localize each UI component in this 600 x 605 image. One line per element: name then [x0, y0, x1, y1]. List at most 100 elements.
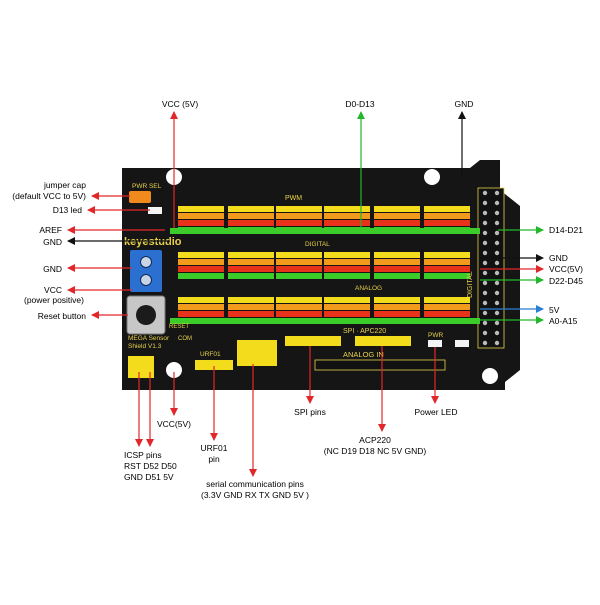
header-pin	[482, 190, 488, 196]
digital-silk: DIGITAL	[305, 241, 330, 248]
apc220-header	[355, 336, 411, 346]
header-pin-strip	[324, 266, 370, 272]
header-pin-strip	[178, 311, 224, 317]
label-gnd-left2: GND	[43, 264, 62, 274]
screw-terminal	[130, 250, 162, 292]
sensor-header-block	[170, 206, 480, 324]
digital-side-silk: DIGITAL	[467, 271, 474, 298]
header-pin-strip	[424, 252, 470, 258]
header-pin-strip	[324, 252, 370, 258]
header-pin-strip	[424, 259, 470, 265]
header-pin	[494, 340, 500, 346]
header-pin-strip	[178, 304, 224, 310]
header-pin-strip	[178, 213, 224, 219]
header-pin	[494, 320, 500, 326]
header-pin-strip	[276, 220, 322, 226]
header-pin-strip	[228, 273, 274, 279]
brand-text: keyestudio	[124, 236, 182, 248]
analog-silk: ANALOG	[355, 285, 382, 292]
urf01-header	[195, 360, 233, 370]
mount-hole	[424, 169, 440, 185]
header-pin-strip	[324, 311, 370, 317]
spi-apc-silk: SPI · APC220	[343, 328, 386, 335]
label-a0-a15: A0-A15	[549, 316, 578, 326]
icsp-header	[128, 356, 154, 378]
jumper-cap	[129, 191, 151, 203]
header-pin-strip	[170, 318, 480, 324]
right-digital-header	[477, 187, 505, 349]
reset-button-cap	[136, 305, 156, 325]
header-pin-strip	[324, 304, 370, 310]
label-aref: AREF	[39, 225, 62, 235]
header-pin	[482, 240, 488, 246]
header-pin-strip	[424, 273, 470, 279]
label-power-led: Power LED	[414, 407, 458, 417]
header-pin-strip	[228, 213, 274, 219]
header-pin	[494, 300, 500, 306]
pwr-sel-silk: PWR SEL	[132, 183, 162, 190]
header-pin-strip	[424, 297, 470, 303]
header-pin-strip	[324, 297, 370, 303]
label-serial-2: (3.3V GND RX TX GND 5V )	[200, 490, 309, 500]
urf01-silk: URF01	[200, 351, 221, 358]
header-pin-strip	[324, 259, 370, 265]
header-pin	[482, 320, 488, 326]
header-pin	[482, 290, 488, 296]
header-pin	[494, 200, 500, 206]
analog-in-silk: ANALOG IN	[343, 350, 384, 359]
label-serial-1: serial communication pins	[206, 479, 304, 489]
label-vcc-right: VCC(5V)	[549, 264, 584, 274]
label-icsp-3: GND D51 5V	[124, 472, 174, 482]
label-vcc-bottom: VCC(5V)	[156, 419, 191, 429]
header-pin-strip	[228, 297, 274, 303]
callout-arrows	[67, 111, 544, 477]
header-pin	[494, 330, 500, 336]
header-pin-strip	[324, 206, 370, 212]
label-icsp-2: RST D52 D50	[124, 461, 177, 471]
header-pin	[482, 300, 488, 306]
label-d13-led: D13 led	[52, 205, 82, 215]
header-pin	[494, 190, 500, 196]
label-jumper-cap-2: (default VCC to 5V)	[12, 191, 86, 201]
header-pin-strip	[374, 220, 420, 226]
header-pin-strip	[276, 259, 322, 265]
mount-hole	[482, 368, 498, 384]
header-pin	[494, 310, 500, 316]
header-pin-strip	[424, 213, 470, 219]
label-gnd-top: GND	[454, 99, 474, 109]
header-pin	[482, 230, 488, 236]
header-pin-strip	[424, 311, 470, 317]
header-pin-strip	[276, 266, 322, 272]
header-pin-strip	[276, 213, 322, 219]
header-pin-strip	[178, 252, 224, 258]
header-pin	[494, 240, 500, 246]
header-pin-strip	[178, 206, 224, 212]
label-jumper-cap-1: jumper cap	[43, 180, 86, 190]
reset-silk: RESET	[169, 324, 189, 330]
header-pin-strip	[178, 266, 224, 272]
header-pin-strip	[178, 273, 224, 279]
label-acp220-2: (NC D19 D18 NC 5V GND)	[323, 446, 427, 456]
header-pin-strip	[178, 259, 224, 265]
header-pin	[482, 200, 488, 206]
mount-hole	[166, 362, 182, 378]
header-pin-strip	[374, 311, 420, 317]
label-acp220-1: ACP220	[359, 435, 391, 445]
label-urf01-1: URF01	[200, 443, 228, 453]
label-reset-button: Reset button	[37, 311, 86, 321]
header-pin-strip	[374, 297, 420, 303]
pwr-chip	[455, 340, 469, 347]
header-pin-strip	[424, 266, 470, 272]
header-pin	[482, 260, 488, 266]
header-pin	[482, 270, 488, 276]
header-pin	[494, 220, 500, 226]
screw	[140, 256, 152, 268]
header-pin-strip	[276, 273, 322, 279]
model-line2: Shield V1.3	[128, 343, 162, 350]
header-pin-strip	[374, 304, 420, 310]
label-gnd-right: GND	[549, 253, 568, 263]
pwm-silk: PWM	[285, 195, 302, 202]
screw	[140, 274, 152, 286]
